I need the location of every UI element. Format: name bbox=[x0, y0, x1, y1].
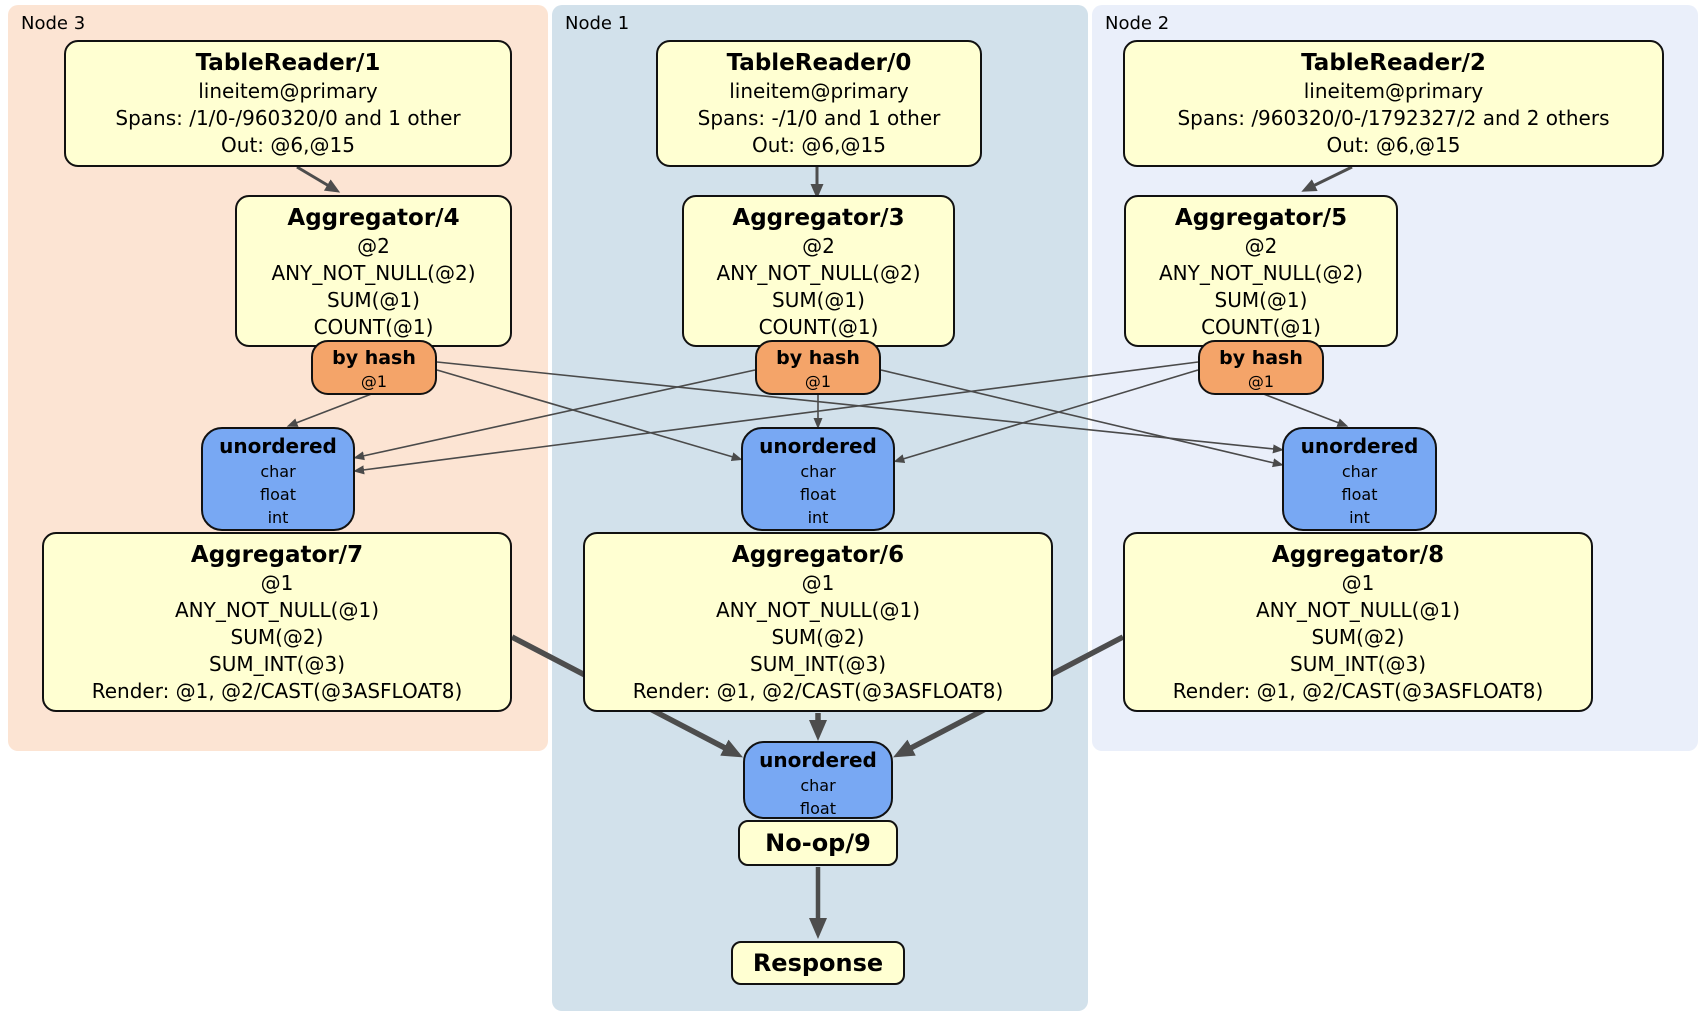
tablereader-1-title: TableReader/1 bbox=[195, 50, 381, 76]
response-title: Response bbox=[752, 949, 884, 977]
aggregator-4-title: Aggregator/4 bbox=[287, 205, 460, 231]
aggregator-6-title: Aggregator/6 bbox=[731, 542, 905, 568]
aggregator-5-node: Aggregator/5 @2 ANY_NOT_NULL(@2) SUM(@1)… bbox=[1124, 195, 1398, 347]
unordered-sync-node3-title: unordered bbox=[219, 434, 337, 458]
response-node: Response bbox=[731, 941, 905, 985]
node-3-label: Node 3 bbox=[21, 13, 86, 34]
unordered-sync-node3: unordered char float int bbox=[201, 427, 355, 531]
unordered-sync-node2-title: unordered bbox=[1300, 434, 1419, 458]
aggregator-7-node: Aggregator/7 @1 ANY_NOT_NULL(@1) SUM(@2)… bbox=[42, 532, 512, 712]
aggregator-3-title: Aggregator/3 bbox=[732, 205, 905, 231]
noop-node: No-op/9 bbox=[738, 820, 898, 866]
tablereader-0-title: TableReader/0 bbox=[726, 50, 912, 76]
tablereader-1-node: TableReader/1 lineitem@primary Spans: /1… bbox=[64, 40, 512, 167]
unordered-sync-final: unordered char float bbox=[743, 741, 893, 819]
tablereader-0-node: TableReader/0 lineitem@primary Spans: -/… bbox=[656, 40, 982, 167]
node-1-label: Node 1 bbox=[565, 13, 630, 34]
aggregator-5-title: Aggregator/5 bbox=[1174, 205, 1348, 231]
hash-router-node1: by hash @1 bbox=[755, 340, 881, 395]
aggregator-4-node: Aggregator/4 @2 ANY_NOT_NULL(@2) SUM(@1)… bbox=[235, 195, 512, 347]
unordered-sync-node1: unordered char float int bbox=[741, 427, 895, 531]
hash-router-node1-title: by hash bbox=[776, 347, 860, 369]
tablereader-2-title: TableReader/2 bbox=[1301, 50, 1486, 76]
node-2-label: Node 2 bbox=[1105, 13, 1170, 34]
aggregator-8-node: Aggregator/8 @1 ANY_NOT_NULL(@1) SUM(@2)… bbox=[1123, 532, 1593, 712]
hash-router-node3: by hash @1 bbox=[311, 340, 437, 395]
hash-router-node2-title: by hash bbox=[1219, 347, 1303, 369]
unordered-sync-final-title: unordered bbox=[759, 748, 877, 772]
noop-title: No-op/9 bbox=[765, 829, 871, 857]
unordered-sync-node1-title: unordered bbox=[759, 434, 877, 458]
aggregator-3-node: Aggregator/3 @2 ANY_NOT_NULL(@2) SUM(@1)… bbox=[682, 195, 955, 347]
aggregator-7-title: Aggregator/7 bbox=[190, 542, 364, 568]
aggregator-6-node: Aggregator/6 @1 ANY_NOT_NULL(@1) SUM(@2)… bbox=[583, 532, 1053, 712]
tablereader-2-node: TableReader/2 lineitem@primary Spans: /9… bbox=[1123, 40, 1664, 167]
aggregator-8-title: Aggregator/8 bbox=[1271, 542, 1445, 568]
unordered-sync-node2: unordered char float int bbox=[1282, 427, 1437, 531]
hash-router-node2: by hash @1 bbox=[1198, 340, 1324, 395]
hash-router-node3-title: by hash bbox=[332, 347, 416, 369]
